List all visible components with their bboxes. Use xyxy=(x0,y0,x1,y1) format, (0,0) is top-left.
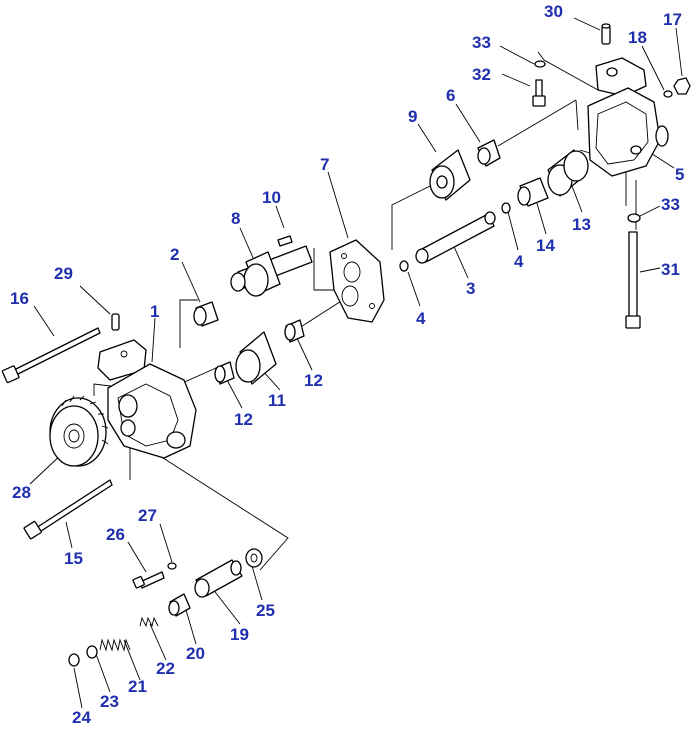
callout-1: 1 xyxy=(150,302,159,321)
callout-9: 9 xyxy=(408,107,417,126)
callout-28: 28 xyxy=(12,483,31,502)
callout-25: 25 xyxy=(256,601,275,620)
gear-9 xyxy=(429,149,471,201)
callout-16: 16 xyxy=(10,289,29,308)
callout-3: 3 xyxy=(466,279,475,298)
pin-30 xyxy=(601,23,611,45)
callout-32: 32 xyxy=(472,65,491,84)
spring-22 xyxy=(139,616,159,628)
callout-12-lower: 12 xyxy=(234,410,253,429)
bolt-16 xyxy=(1,327,101,384)
washer-33-top xyxy=(534,60,546,68)
key-10 xyxy=(277,235,293,247)
callout-29: 29 xyxy=(54,264,73,283)
callout-20: 20 xyxy=(186,644,205,663)
nut-17 xyxy=(673,77,691,95)
callout-24: 24 xyxy=(72,708,91,727)
callout-13: 13 xyxy=(572,215,591,234)
bushing-12-upper xyxy=(284,319,305,343)
callout-14: 14 xyxy=(536,236,555,255)
bushing-2 xyxy=(193,301,219,327)
bushing-12-lower xyxy=(214,361,235,385)
callout-11: 11 xyxy=(268,391,286,410)
collar-4-right xyxy=(501,202,511,214)
washer-25 xyxy=(245,548,263,568)
washer-33-right xyxy=(627,213,641,223)
callout-22: 22 xyxy=(156,659,175,678)
callout-23: 23 xyxy=(100,692,119,711)
gear-13 xyxy=(547,149,589,197)
gear-11 xyxy=(235,331,277,385)
callout-12-upper: 12 xyxy=(304,371,323,390)
callout-26: 26 xyxy=(106,525,125,544)
pin-29 xyxy=(111,313,120,331)
snap-ring-24 xyxy=(68,653,80,667)
callout-31: 31 xyxy=(661,260,680,279)
rear-housing-5 xyxy=(587,57,669,177)
bolt-26 xyxy=(132,571,165,589)
callout-4-left: 4 xyxy=(416,309,426,328)
callout-30: 30 xyxy=(544,2,563,21)
cover-7 xyxy=(329,239,385,323)
gear-shaft-8 xyxy=(230,245,313,297)
callout-10: 10 xyxy=(262,188,281,207)
callout-2: 2 xyxy=(170,245,179,264)
callout-8: 8 xyxy=(231,209,240,228)
callout-18: 18 xyxy=(628,28,647,47)
valve-body-19 xyxy=(194,559,243,598)
callout-21: 21 xyxy=(128,677,147,696)
shaft-3 xyxy=(415,211,496,264)
callout-33-top: 33 xyxy=(472,33,491,52)
callout-labels: 1 2 3 4 4 5 6 7 8 9 10 11 12 12 13 14 15… xyxy=(10,2,684,727)
washer-18 xyxy=(663,90,673,98)
piston-20 xyxy=(168,593,191,617)
bolt-32 xyxy=(532,79,546,107)
spring-21 xyxy=(99,638,131,652)
bolt-15 xyxy=(23,479,113,540)
callout-5: 5 xyxy=(675,165,684,184)
drive-gear-28 xyxy=(49,395,109,467)
collar-4-left xyxy=(399,260,409,272)
callout-27: 27 xyxy=(138,506,157,525)
bushing-14 xyxy=(517,177,549,207)
seat-23 xyxy=(86,645,98,659)
long-bolt-31 xyxy=(625,231,641,329)
callout-6: 6 xyxy=(446,86,455,105)
pump-housing-1 xyxy=(97,339,197,459)
callout-19: 19 xyxy=(230,625,249,644)
callout-33-right: 33 xyxy=(661,195,680,214)
callout-17: 17 xyxy=(663,10,682,29)
washer-27 xyxy=(167,562,177,570)
bushing-6 xyxy=(477,139,501,167)
callout-7: 7 xyxy=(320,155,329,174)
callout-15: 15 xyxy=(64,549,83,568)
callout-4-right: 4 xyxy=(514,252,524,271)
